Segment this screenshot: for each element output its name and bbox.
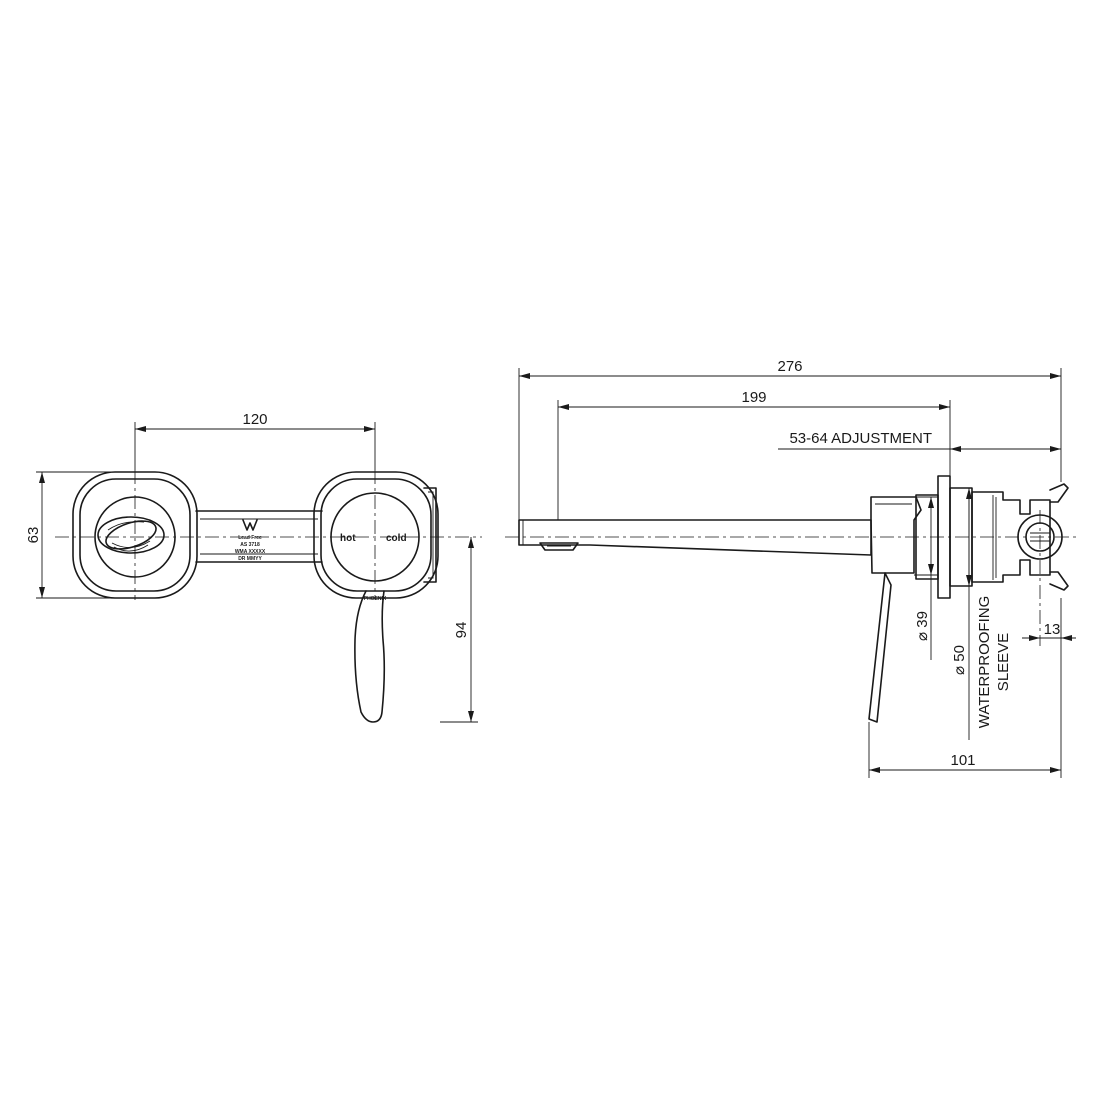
front-view: Lead Free AS 3718 WMA XXXXX DR MMYY hot … bbox=[25, 411, 482, 723]
dim-adjustment-label: 53-64 ADJUSTMENT bbox=[789, 430, 932, 447]
dim-63-label: 63 bbox=[25, 527, 42, 544]
sleeve-label-line1: WATERPROOFING bbox=[976, 596, 993, 729]
stamp-lead-free: Lead Free bbox=[238, 535, 262, 541]
sleeve-label-line2: SLEEVE bbox=[995, 633, 1012, 691]
dim-199-label: 199 bbox=[741, 389, 766, 406]
diverter-knob-icon bbox=[97, 516, 165, 554]
dim-50-label: ⌀ 50 bbox=[951, 645, 968, 675]
dim-120-label: 120 bbox=[242, 411, 267, 428]
aerator bbox=[539, 542, 579, 551]
dim-94-label: 94 bbox=[453, 622, 470, 639]
right-cover-plate bbox=[313, 471, 439, 599]
dim-39-label: ⌀ 39 bbox=[914, 611, 931, 641]
stamp-licence: WMA XXXXX bbox=[235, 549, 266, 555]
hot-label: hot bbox=[340, 533, 356, 544]
cold-label: cold bbox=[386, 533, 407, 544]
spout bbox=[518, 519, 872, 556]
right-cover-plate-inner bbox=[320, 478, 432, 592]
mixer-body bbox=[870, 496, 922, 574]
body-clip bbox=[423, 487, 437, 583]
dim-101-label: 101 bbox=[950, 752, 975, 769]
stamp-date: DR MMYY bbox=[238, 556, 262, 562]
mounting-lug-bottom bbox=[1049, 571, 1069, 591]
dim-13-label: 13 bbox=[1044, 621, 1061, 638]
mixer-lever-side bbox=[868, 572, 892, 723]
mounting-lug-top bbox=[1049, 483, 1069, 503]
dim-276-label: 276 bbox=[777, 358, 802, 375]
stamp-standard: AS 3718 bbox=[240, 542, 260, 548]
watermark-logo-icon bbox=[242, 519, 258, 531]
rough-in-body bbox=[971, 491, 1051, 583]
mixer-lever bbox=[354, 590, 386, 723]
side-view: 276 199 53-64 ADJUSTMENT ⌀ 39 ⌀ 50 WATER… bbox=[505, 358, 1080, 778]
